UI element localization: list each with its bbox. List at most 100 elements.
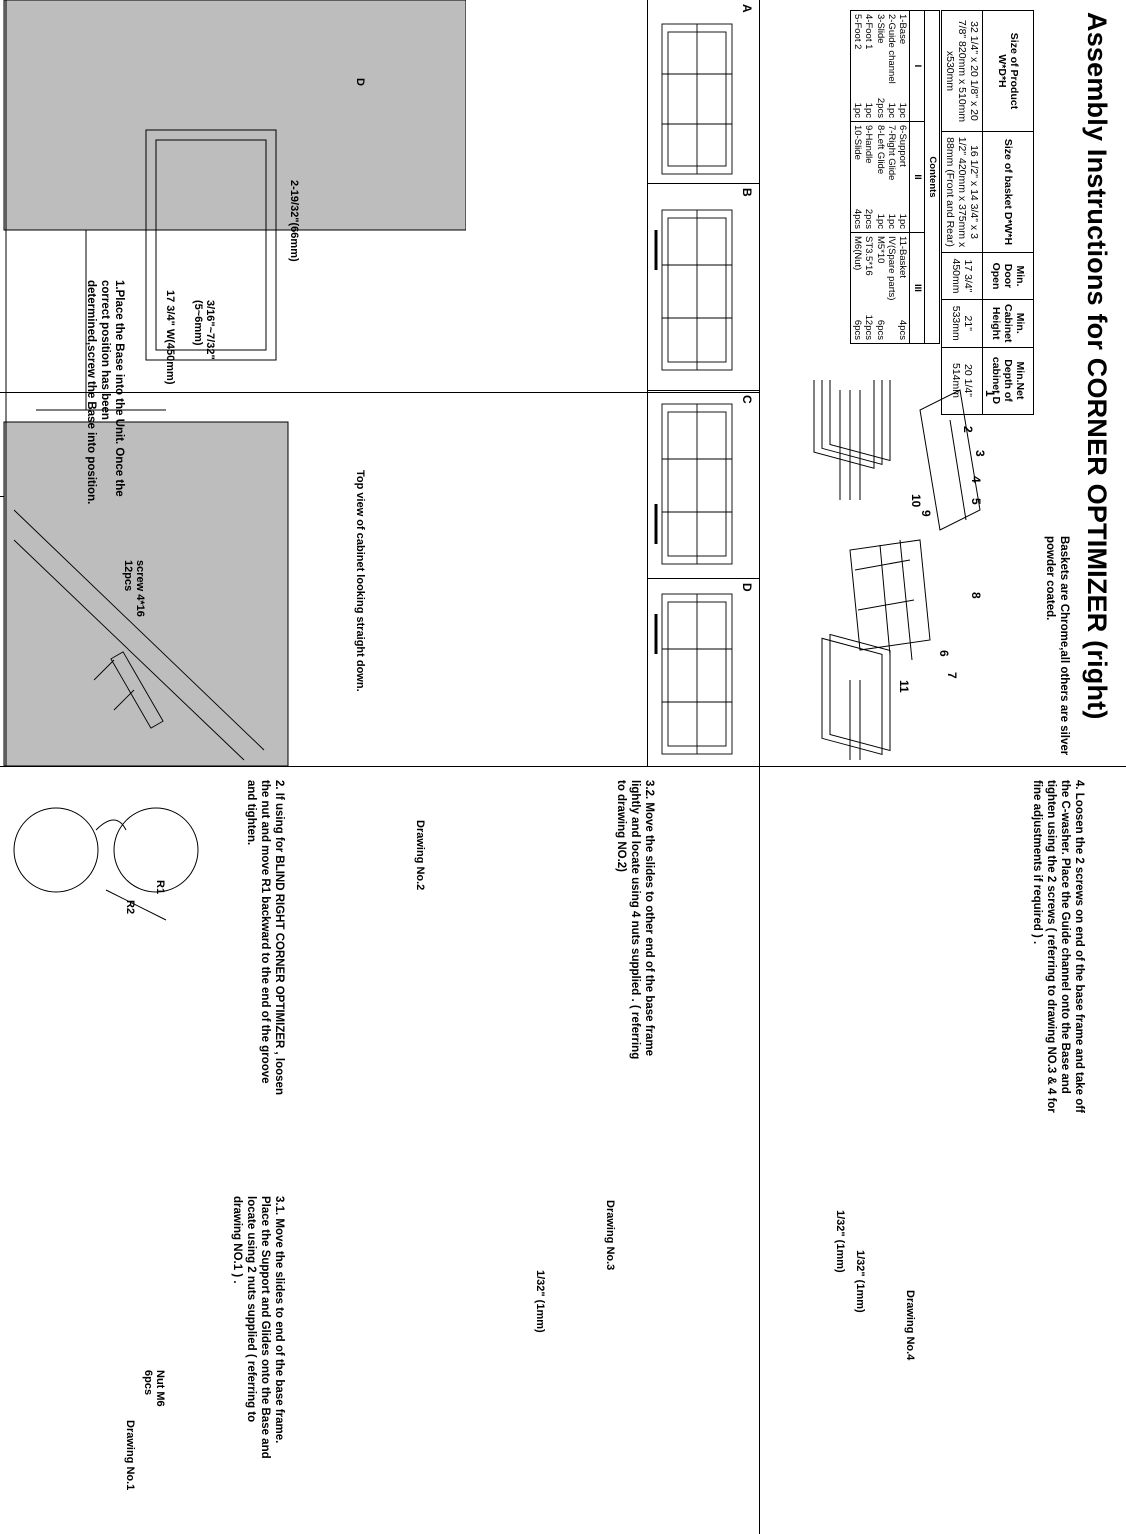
part-number-11: 11 bbox=[897, 680, 911, 693]
contents-3-item: 11-Basket 4pcs bbox=[897, 236, 908, 340]
dim-4a: 1/32" (1mm) bbox=[834, 1210, 846, 1273]
spec-basket-size: 16 1/2" x 14 3/4" x 3 1/2" 420mm x 375mm… bbox=[941, 131, 983, 253]
part-number-2: 2 bbox=[961, 426, 975, 433]
part-number-4: 4 bbox=[969, 476, 983, 483]
sequence-label-b: B bbox=[740, 188, 754, 197]
contents-3-item: ST3.5*16 12pcs bbox=[863, 236, 874, 340]
part-name: 8-Left Glide bbox=[874, 125, 886, 175]
part-name: 3-Slide bbox=[874, 14, 886, 44]
step-3-2-text: 3.2. Move the slides to other end of the… bbox=[614, 780, 655, 1060]
page-title: Assembly Instructions for CORNER OPTIMIZ… bbox=[1082, 12, 1112, 720]
contents-2-item: 6-Support 1pc bbox=[897, 125, 908, 229]
dim-d: D bbox=[354, 78, 366, 86]
sequence-drawings bbox=[654, 23, 733, 755]
part-name: IV(Spare parts) bbox=[885, 236, 897, 301]
part-qty: 2pcs bbox=[874, 97, 886, 118]
spec-header-product: Size of Product W*D*H bbox=[982, 10, 1034, 132]
spec-header-door: Min. Door Open bbox=[982, 252, 1034, 300]
screw-label: screw 4*16 12pcs bbox=[122, 560, 146, 617]
dim-66mm: 2-19/32"(66mm) bbox=[288, 180, 300, 262]
part-number-6: 6 bbox=[937, 650, 951, 657]
part-name: 9-Handle bbox=[863, 125, 875, 164]
r1-r2-drawing bbox=[13, 807, 199, 921]
nut-label: Nut M6 6pcs bbox=[142, 1370, 166, 1407]
part-qty: 12pcs bbox=[863, 314, 875, 340]
contents-list-2: 6-Support 1pc 7-Right Glide 1pc 8-Left Glide… bbox=[850, 121, 910, 233]
part-name: 7-Right Glide bbox=[885, 125, 897, 181]
divider-vertical-top bbox=[760, 766, 1126, 767]
part-name: 10-Slide bbox=[852, 125, 864, 160]
part-qty: 1pc bbox=[897, 213, 908, 229]
screw-drawing bbox=[13, 509, 265, 761]
r2-label: R2 bbox=[124, 900, 136, 915]
step-4-text: 4. Loosen the 2 screws on end of the bas… bbox=[1030, 780, 1085, 1113]
divider-horizontal bbox=[759, 0, 760, 1534]
contents-1-item: 5-Foot 2 1pc bbox=[852, 14, 863, 118]
contents-3-item: M6(Nut)6pcs bbox=[852, 236, 863, 340]
part-qty: 1pc bbox=[852, 102, 864, 118]
dim-4b: 1/32" (1mm) bbox=[854, 1250, 866, 1313]
contents-1-item: 3-Slide 2pcs bbox=[874, 14, 886, 118]
part-number-9: 9 bbox=[919, 510, 933, 517]
dim-3: 1/32" (1mm) bbox=[534, 1270, 546, 1333]
part-name: M5*10 bbox=[874, 236, 886, 264]
sequence-label-d: D bbox=[740, 583, 754, 592]
top-view-drawing bbox=[3, 0, 466, 766]
step-1-text: 1.Place the Base into the Unit. Once the… bbox=[84, 280, 125, 505]
contents-3-item: M5*10 6pcs bbox=[874, 236, 886, 340]
contents-col-3: III bbox=[909, 232, 925, 344]
abcd-strip-top bbox=[647, 0, 648, 766]
part-name: 11-Basket bbox=[897, 236, 908, 279]
contents-col-1: I bbox=[909, 10, 925, 122]
part-name: 1-Base bbox=[897, 14, 908, 45]
step-2-text: 2. If using for BLIND RIGHT CORNER OPTIM… bbox=[244, 780, 285, 1095]
drawing-2-title: Drawing No.2 bbox=[414, 820, 426, 891]
spec-header-basket: Size of basket D*W*H bbox=[982, 131, 1034, 253]
part-qty: 1pc bbox=[897, 102, 908, 118]
part-qty: 4pcs bbox=[852, 208, 864, 229]
spec-product-size: 32 1/4" x 20 1/8" x 20 7/8" 820mm x 510m… bbox=[941, 10, 983, 132]
part-name: ST3.5*16 bbox=[863, 236, 875, 276]
part-name: 2-Guide channel bbox=[885, 14, 897, 84]
drawing-3-title: Drawing No.3 bbox=[604, 1200, 616, 1271]
spec-header-height: Min. Cabinet Height bbox=[982, 299, 1034, 347]
contents-2-item: 9-Handle 2pcs bbox=[863, 125, 874, 229]
spec-cabinet-height: 21" 533mm bbox=[941, 299, 983, 347]
part-qty: 1pc bbox=[885, 102, 897, 118]
part-number-1: 1 bbox=[983, 390, 997, 397]
part-number-7: 7 bbox=[945, 672, 959, 679]
part-qty: 2pcs bbox=[863, 208, 875, 229]
part-number-5: 5 bbox=[969, 498, 983, 505]
part-number-10: 10 bbox=[909, 494, 923, 508]
spec-table: Size of Product W*D*H Size of basket D*W… bbox=[941, 10, 1034, 415]
part-number-8: 8 bbox=[969, 592, 983, 599]
contents-1-item: 2-Guide channel 1pc bbox=[886, 14, 897, 118]
contents-1-item: 4-Foot 1 1pc bbox=[863, 14, 874, 118]
spec-door-open: 17 3/4" 450mm bbox=[941, 252, 983, 300]
r1-label: R1 bbox=[154, 880, 166, 895]
part-name: 4-Foot 1 bbox=[863, 14, 875, 50]
part-qty: 1pc bbox=[874, 213, 886, 229]
sequence-label-a: A bbox=[740, 4, 754, 13]
basket-group-2 bbox=[821, 633, 891, 760]
part-qty: 1pc bbox=[863, 102, 875, 118]
contents-3-item: IV(Spare parts) bbox=[886, 236, 897, 340]
part-qty: 1pc bbox=[885, 213, 897, 229]
contents-col-2: II bbox=[909, 121, 925, 233]
part-name: 6-Support bbox=[897, 125, 908, 167]
part-qty: 6pcs bbox=[874, 319, 886, 340]
part-name: 5-Foot 2 bbox=[852, 14, 864, 50]
basket-group-1 bbox=[813, 380, 891, 500]
contents-title: Contents bbox=[924, 10, 940, 344]
part-number-3: 3 bbox=[973, 450, 987, 457]
sequence-label-c: C bbox=[740, 395, 754, 404]
contents-2-item: 10-Slide 4pcs bbox=[852, 125, 863, 229]
basket-note: Baskets are Chrome,all others are silver… bbox=[1044, 536, 1070, 756]
divider-vertical-bottom bbox=[0, 766, 760, 767]
step-3-1-text: 3.1. Move the slides to end of the base … bbox=[230, 1196, 285, 1459]
part-qty: 4pcs bbox=[897, 319, 908, 340]
